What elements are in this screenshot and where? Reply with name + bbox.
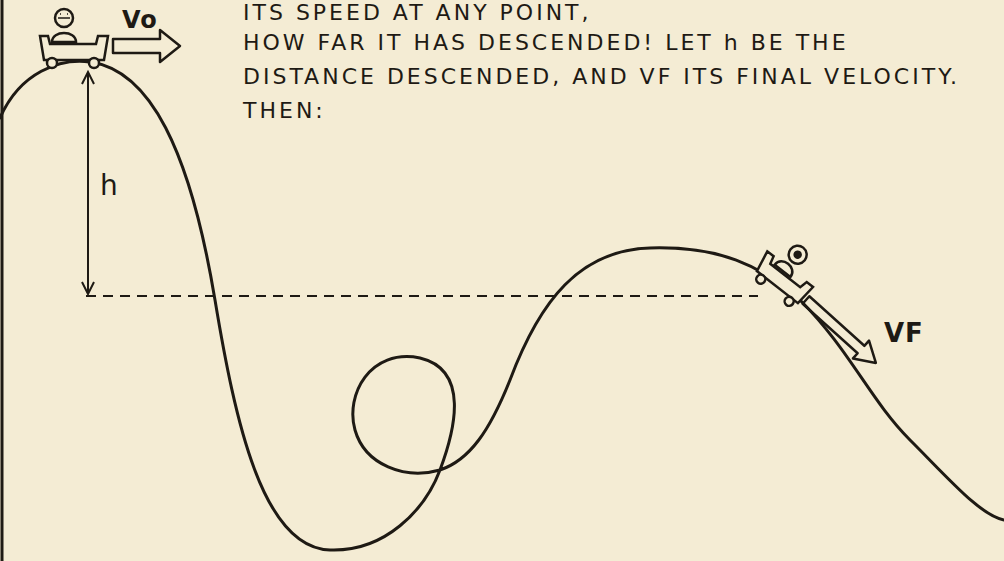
coaster-track xyxy=(0,61,1004,550)
cart-figure xyxy=(40,9,108,68)
cart-figure xyxy=(749,232,829,311)
velocity-arrow xyxy=(113,30,180,62)
velocity-label: Vo xyxy=(122,6,158,34)
frame-line xyxy=(1,0,4,561)
height-label: h xyxy=(100,170,118,202)
reference-line xyxy=(86,295,758,297)
height-arrow xyxy=(82,72,94,294)
velocity-arrow xyxy=(798,291,884,372)
velocity-label: VF xyxy=(884,318,924,348)
caption-text: ITS SPEED AT ANY POINT, xyxy=(243,0,988,30)
caption-text: HOW FAR IT HAS DESCENDED! LET h BE THE D… xyxy=(243,26,988,128)
